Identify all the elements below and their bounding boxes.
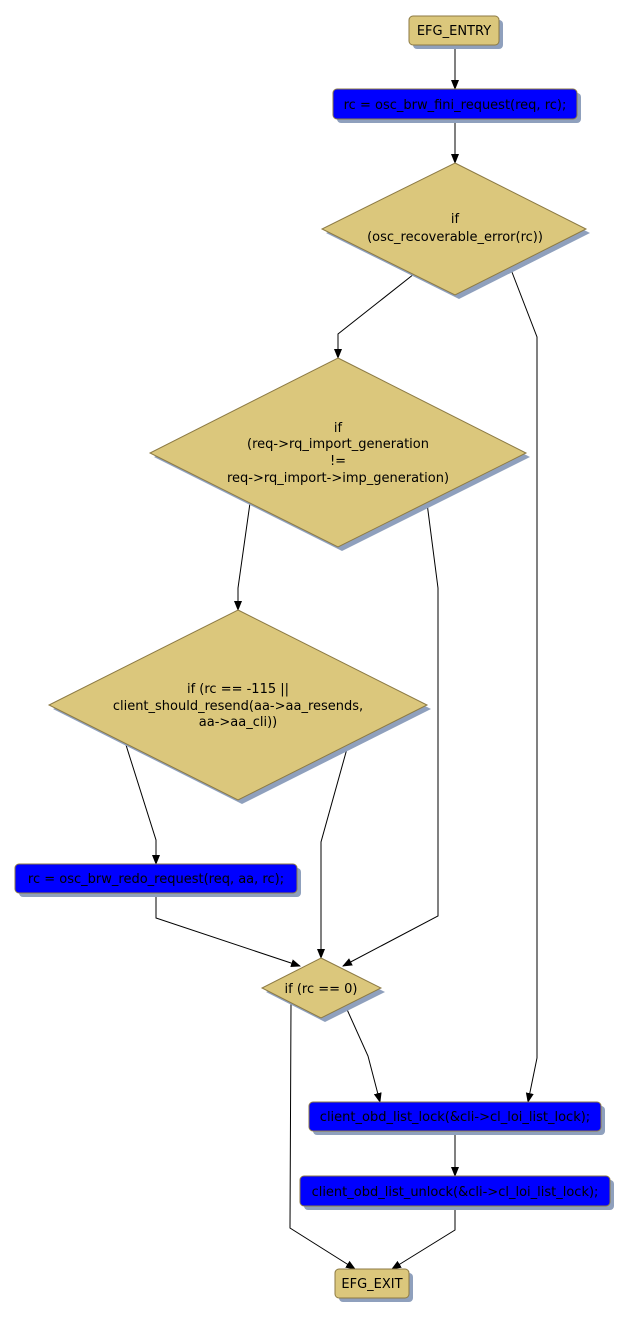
d3-line: client_should_resend(aa->aa_resends, [113, 699, 363, 714]
d4-label: if (rc == 0) [285, 982, 358, 997]
decision-should-resend[interactable]: if (rc == -115 || client_should_resend(a… [47, 609, 431, 804]
unlock-label: client_obd_list_unlock(&cli->cl_loi_list… [312, 1185, 599, 1200]
d3-line: aa->aa_cli)) [199, 715, 277, 730]
decision-rc-zero[interactable]: if (rc == 0) [260, 957, 385, 1022]
decision-import-generation[interactable]: if (req->rq_import_generation != req->rq… [148, 357, 530, 551]
edge-arrow [155, 893, 301, 967]
redo-label: rc = osc_brw_redo_request(req, aa, rc); [28, 872, 284, 887]
d2-line: req->rq_import->imp_generation) [227, 471, 449, 486]
lock-label: client_obd_list_lock(&cli->cl_loi_list_l… [320, 1110, 590, 1125]
edge-arrow [342, 502, 439, 967]
edge-arrow [509, 266, 538, 1103]
edge-arrow [334, 273, 415, 359]
redo-request-node[interactable]: rc = osc_brw_redo_request(req, aa, rc); [14, 863, 301, 897]
decision-recoverable-error[interactable]: if (osc_recoverable_error(rc)) [320, 162, 590, 299]
edge-arrow [391, 1206, 456, 1270]
entry-label: EFG_ENTRY [417, 24, 491, 39]
list-lock-node[interactable]: client_obd_list_lock(&cli->cl_loi_list_l… [308, 1101, 605, 1135]
d2-line: if [334, 421, 343, 436]
entry-node[interactable]: EFG_ENTRY [408, 15, 503, 49]
edge-arrow [125, 744, 160, 865]
edge-arrow [344, 1004, 382, 1103]
fini-request-node[interactable]: rc = osc_brw_fini_request(req, rc); [332, 88, 581, 123]
exit-label: EFG_EXIT [341, 1277, 402, 1292]
d2-line: != [330, 454, 346, 469]
d1-line: (osc_recoverable_error(rc)) [367, 230, 543, 245]
edge-arrow [289, 1002, 356, 1270]
d1-line: if [451, 212, 460, 227]
edges [125, 45, 538, 1270]
exit-node[interactable]: EFG_EXIT [334, 1268, 413, 1302]
d3-line: if (rc == -115 || [187, 682, 289, 697]
d2-line: (req->rq_import_generation [247, 437, 429, 452]
edge-arrow [317, 744, 349, 959]
edge-arrow [234, 502, 251, 611]
fini-label: rc = osc_brw_fini_request(req, rc); [344, 98, 567, 113]
list-unlock-node[interactable]: client_obd_list_unlock(&cli->cl_loi_list… [299, 1175, 614, 1210]
